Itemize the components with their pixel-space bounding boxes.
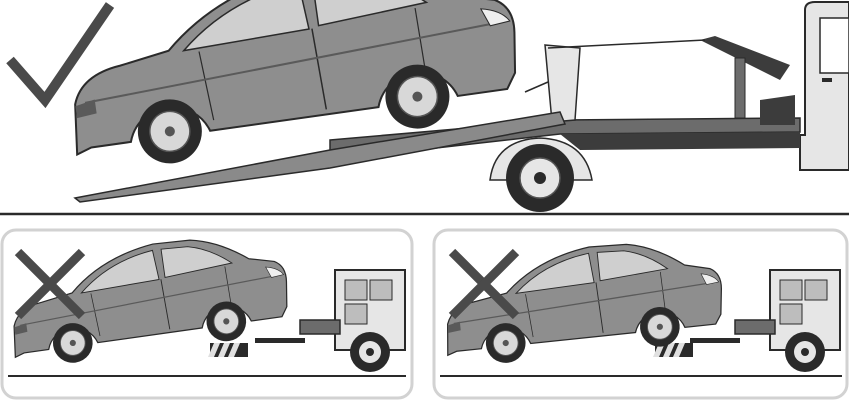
flatbed-truck (73, 1, 849, 212)
loading-ramp (73, 111, 567, 203)
cross-icon (14, 248, 86, 320)
wheel-dolly (208, 343, 248, 357)
panel-tow-front-lift (432, 228, 849, 400)
car-on-flatbed (55, 0, 528, 178)
panel-flatbed (0, 0, 849, 216)
checkmark-icon (6, 2, 115, 109)
cross-icon (448, 248, 520, 320)
panel-tow-rear-lift (0, 225, 414, 400)
